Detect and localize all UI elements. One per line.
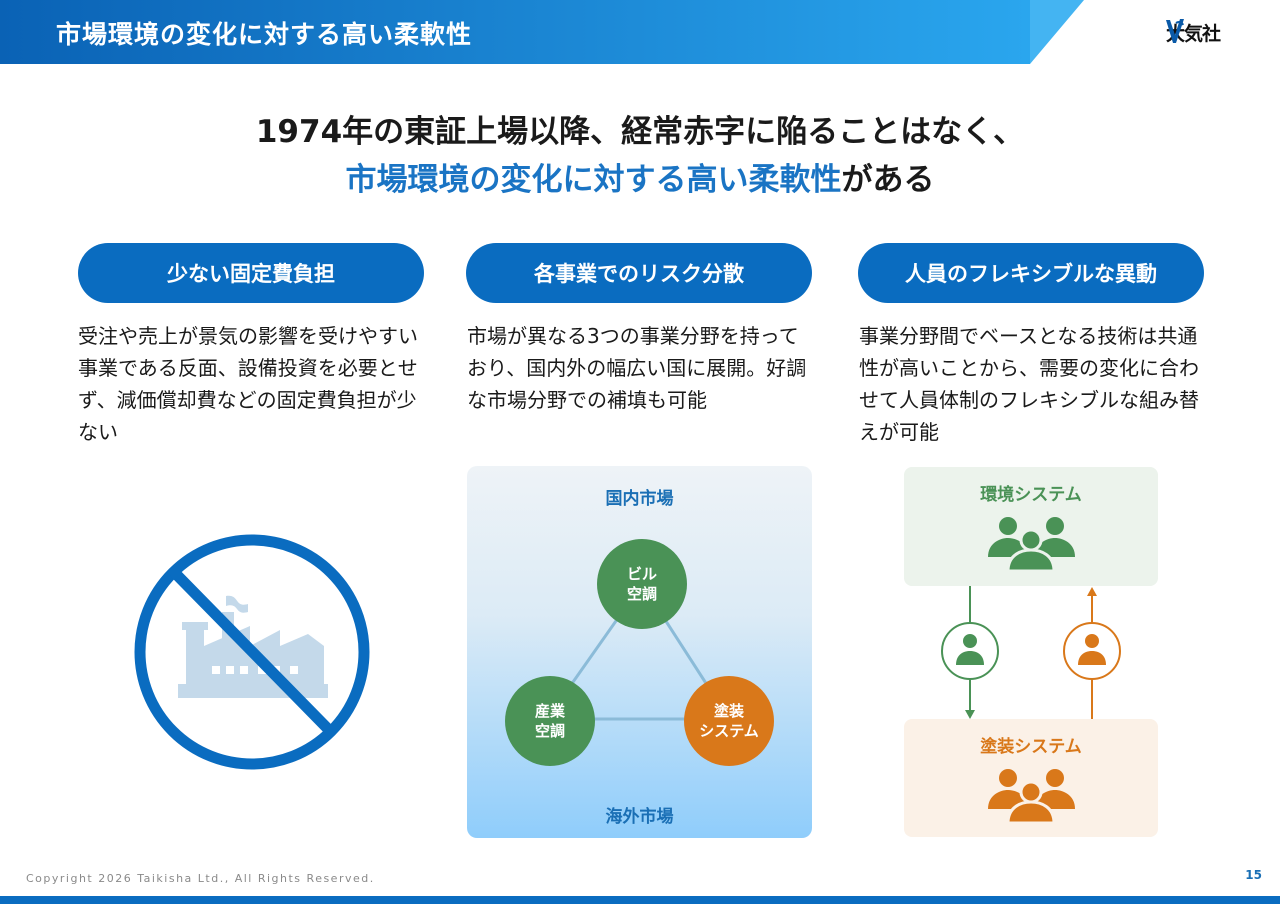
node-paint-finishing-label: 塗装 システム [699, 702, 759, 740]
environmental-team-icon [988, 517, 1075, 573]
personnel-transfer-arrows [941, 586, 1121, 720]
overseas-market-label: 海外市場 [605, 807, 674, 827]
paint-system-title: 塗装システム [980, 737, 1082, 757]
headline-rest: がある [841, 162, 935, 198]
node-industrial-hvac: 産業 空調 [505, 676, 595, 766]
brand-logo: 大気社 [1164, 17, 1221, 47]
domestic-market-label: 国内市場 [605, 489, 674, 509]
node-paint-finishing: 塗装 システム [684, 676, 774, 766]
market-diagram: 国内市場 ビル 空調 産業 空調 塗装 システム 海外市場 [467, 466, 812, 838]
environmental-system-title: 環境システム [980, 485, 1082, 505]
environmental-system-box: 環境システム [904, 467, 1158, 586]
column-3-title: 人員のフレキシブルな異動 [858, 243, 1204, 303]
headline-line2: 市場環境の変化に対する高い柔軟性がある [0, 156, 1280, 204]
paint-team-icon [988, 769, 1075, 825]
paint-system-box: 塗装システム [904, 719, 1158, 837]
node-building-hvac: ビル 空調 [597, 539, 687, 629]
copyright-text: Copyright 2026 Taikisha Ltd., All Rights… [26, 872, 375, 885]
brand-logo-icon [1166, 19, 1184, 43]
headline: 1974年の東証上場以降、経常赤字に陥ることはなく、 市場環境の変化に対する高い… [0, 108, 1280, 204]
page-title: 市場環境の変化に対する高い柔軟性 [56, 20, 473, 49]
column-1-body: 受注や売上が景気の影響を受けやすい事業である反面、設備投資を必要とせず、減価償却… [78, 324, 418, 444]
page-number: 15 [1245, 868, 1262, 882]
footer-bar [0, 896, 1280, 904]
market-connector-lines [545, 583, 731, 721]
node-industrial-hvac-label: 産業 空調 [534, 702, 565, 740]
column-1-title: 少ない固定費負担 [78, 243, 424, 303]
headline-line1: 1974年の東証上場以降、経常赤字に陥ることはなく、 [255, 114, 1025, 150]
header-bar: 市場環境の変化に対する高い柔軟性 大気社 [0, 0, 1280, 64]
header-background [0, 0, 1084, 64]
node-building-hvac-label: ビル 空調 [626, 565, 657, 603]
column-3-body: 事業分野間でベースとなる技術は共通性が高いことから、需要の変化に合わせて人員体制… [859, 324, 1199, 444]
column-2-body: 市場が異なる3つの事業分野を持っており、国内外の幅広い国に展開。好調な市場分野で… [467, 324, 807, 412]
no-factory-icon [134, 534, 370, 770]
headline-highlight: 市場環境の変化に対する高い柔軟性 [345, 162, 842, 198]
column-2-title: 各事業でのリスク分散 [466, 243, 812, 303]
